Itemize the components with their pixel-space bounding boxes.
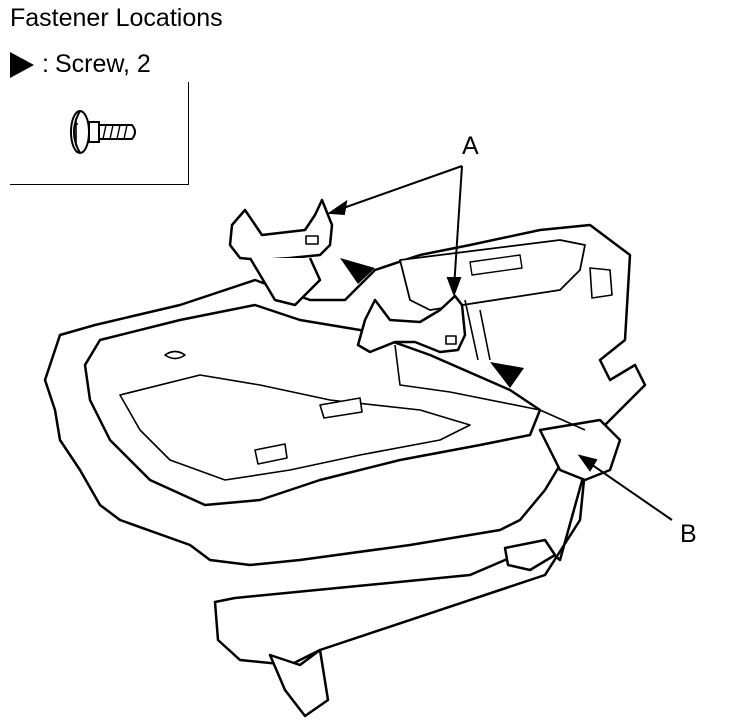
leader-arrow-a-left — [327, 199, 348, 216]
rear-crossbar — [399, 239, 586, 311]
lower-rail — [213, 468, 587, 667]
leader-line-a-right — [453, 165, 463, 289]
side-frame — [538, 418, 622, 482]
bracket-a-left-arm — [248, 257, 322, 307]
screw-marker-2 — [490, 362, 524, 388]
rear-crossbar-tab — [589, 267, 613, 299]
rail-foot — [268, 648, 330, 718]
legend-label: Screw, 2 — [54, 50, 151, 78]
screw-marker-1 — [340, 258, 375, 284]
screw-icon — [70, 110, 136, 154]
leader-line-a-left — [334, 165, 463, 212]
bracket-a-left-hole — [305, 235, 319, 245]
seat-pan-inner — [119, 374, 471, 481]
bracket-a-left — [228, 198, 334, 262]
rear-guide — [479, 309, 491, 361]
bracket-a-right — [356, 294, 467, 354]
rear-guide — [464, 299, 479, 361]
leader-arrow-a-right — [446, 277, 462, 297]
callout-a: A — [462, 132, 479, 160]
pan-slot — [319, 397, 363, 419]
legend-row: : Screw, 2 — [10, 50, 151, 79]
callout-b: B — [680, 520, 697, 548]
pan-slot — [254, 443, 288, 465]
rear-crossbar-slot — [469, 254, 523, 276]
pan-hole — [164, 350, 186, 360]
legend-box — [10, 82, 189, 185]
cable — [394, 344, 586, 431]
leader-arrow-b — [577, 454, 598, 472]
legend-separator: : — [42, 50, 49, 78]
bracket-a-right-hole — [445, 335, 457, 345]
diagram-title: Fastener Locations — [10, 4, 223, 32]
leader-line-b — [584, 459, 673, 521]
triangle-arrow-icon — [10, 51, 34, 78]
rail-slider — [503, 538, 557, 572]
